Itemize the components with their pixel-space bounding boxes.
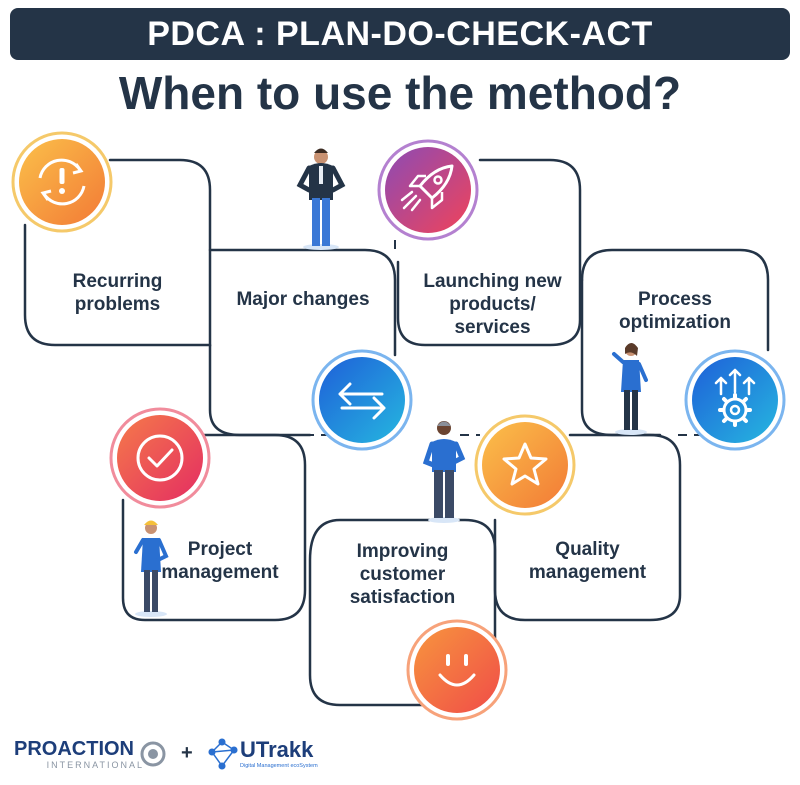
exchange-arrows-icon xyxy=(311,349,413,451)
utrakk-subtitle: Digital Management ecoSystem xyxy=(240,763,318,769)
smiley-icon xyxy=(406,619,508,721)
utrakk-name: UTrakk xyxy=(240,737,314,762)
proaction-name: PROACTION xyxy=(14,738,134,760)
proaction-subtitle: INTERNATIONAL xyxy=(46,760,144,770)
proaction-brand: PROACTION INTERNATIONAL xyxy=(14,738,144,778)
rocket-icon xyxy=(377,139,479,241)
label-quality-management: Quality management xyxy=(528,539,647,583)
shape-major-changes-lower xyxy=(208,343,312,437)
label-launching-new-products: Launching new products/ services xyxy=(423,271,562,338)
shape-project xyxy=(121,433,307,622)
title-banner: PDCA : PLAN-DO-CHECK-ACT xyxy=(10,8,790,60)
utrakk-logo-mark xyxy=(208,738,238,770)
alert-cycle-icon xyxy=(11,131,113,233)
label-improving-customer-satisfaction: Improving customer satisfaction xyxy=(349,541,456,608)
proaction-logo-mark xyxy=(140,741,166,767)
shape-major-changes xyxy=(208,248,397,357)
page-title: When to use the method? xyxy=(118,67,682,119)
shape-process xyxy=(580,248,770,352)
woman-pointing-figure xyxy=(612,343,648,435)
label-process-optimization: Process optimization xyxy=(619,289,731,333)
label-recurring-problems: Recurring problems xyxy=(72,271,163,315)
plus-sign: + xyxy=(181,742,193,764)
shape-launching xyxy=(396,158,582,347)
utrakk-brand: UTrakk Digital Management ecoSystem xyxy=(240,738,340,778)
gear-arrows-icon xyxy=(684,349,786,451)
woman-engineer-figure xyxy=(134,520,169,617)
star-icon xyxy=(474,414,576,516)
man-thinking-figure xyxy=(422,421,466,523)
shape-quality xyxy=(493,433,682,622)
label-project-management: Project management xyxy=(161,539,279,583)
checkmark-icon xyxy=(109,407,211,509)
businessman-standing-figure xyxy=(296,148,346,250)
label-major-changes: Major changes xyxy=(236,289,370,310)
